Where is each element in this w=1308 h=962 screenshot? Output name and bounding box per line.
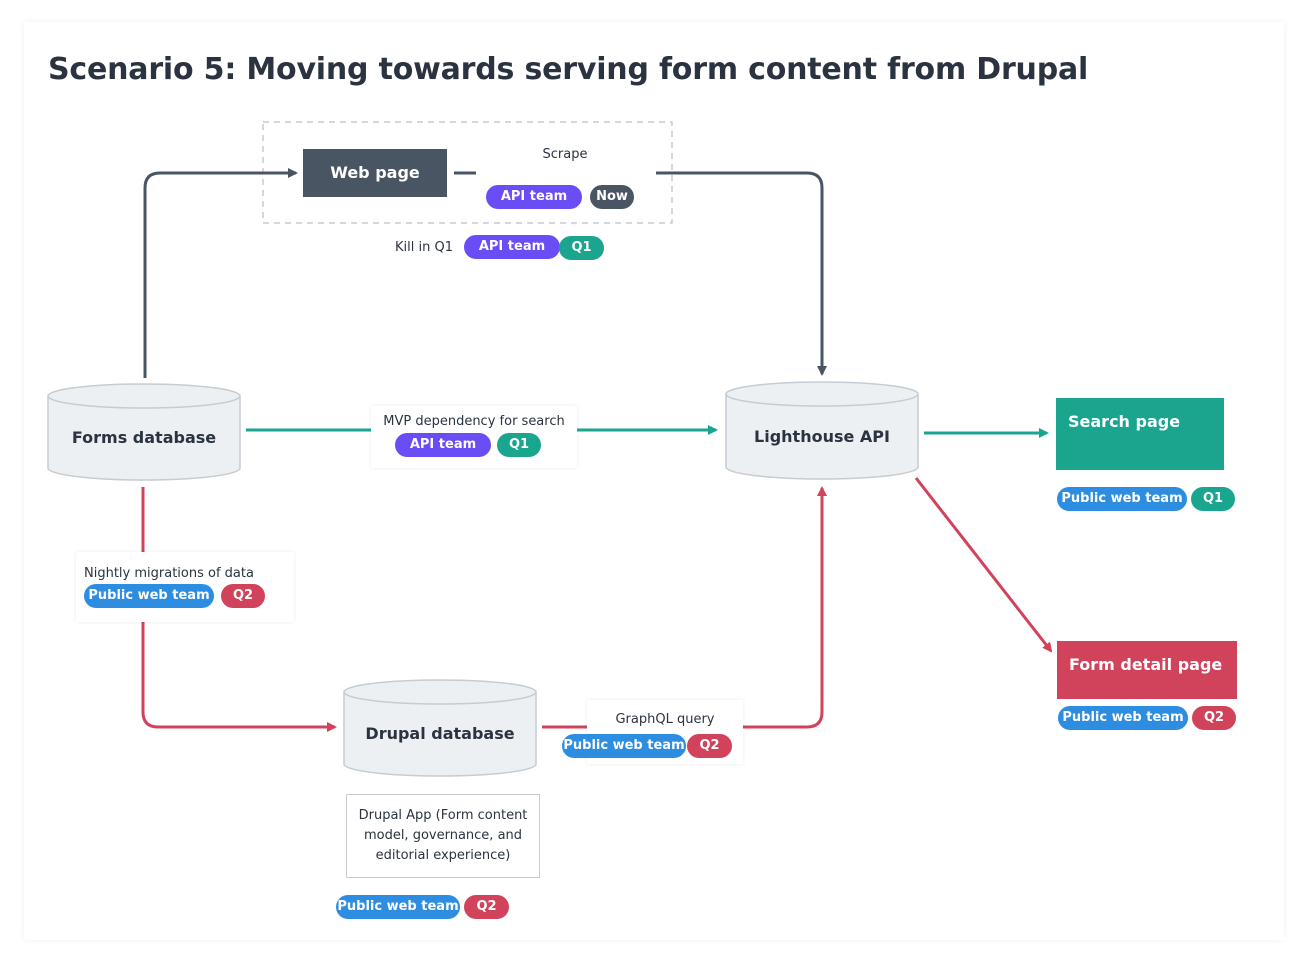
drupal-app-when-tag: Q2 <box>464 895 509 919</box>
scrape-team-tag: API team <box>486 185 582 209</box>
forms-database-label: Forms database <box>71 428 217 447</box>
nightly-team-tag: Public web team <box>84 584 214 608</box>
forms-database-cylinder <box>47 383 241 481</box>
kill-team-tag: API team <box>464 235 560 259</box>
nightly-when-tag: Q2 <box>221 584 265 608</box>
scrape-label: Scrape <box>542 147 588 162</box>
drupal-app-team-tag: Public web team <box>336 895 460 919</box>
search-page-label: Search page <box>1068 412 1181 431</box>
kill-when-tag: Q1 <box>559 236 604 260</box>
kill-label: Kill in Q1 <box>395 240 453 255</box>
graphql-team-tag: Public web team <box>562 734 686 758</box>
lighthouse-api-cylinder <box>725 381 919 480</box>
mvp-team-tag: API team <box>395 433 491 457</box>
search-page-team-tag: Public web team <box>1057 487 1187 511</box>
drupal-database-label: Drupal database <box>365 724 515 743</box>
connector-drupal-to-lighthouse <box>542 486 827 729</box>
form-detail-team-tag: Public web team <box>1058 706 1188 730</box>
form-detail-page-label: Form detail page <box>1069 655 1223 674</box>
nightly-label: Nightly migrations of data <box>84 566 254 581</box>
connector-forms-to-webpage <box>143 168 298 378</box>
web-page-label: Web page <box>330 163 420 182</box>
form-detail-when-tag: Q2 <box>1192 706 1236 730</box>
connector-forms-to-drupal <box>141 487 337 732</box>
page-title: Scenario 5: Moving towards serving form … <box>48 52 1089 87</box>
connector-lighthouse-to-formdetail <box>914 477 1053 653</box>
scrape-when-tag: Now <box>590 185 634 209</box>
graphql-when-tag: Q2 <box>687 734 732 758</box>
graphql-label: GraphQL query <box>615 712 715 727</box>
mvp-when-tag: Q1 <box>497 433 541 457</box>
mvp-label: MVP dependency for search <box>383 414 565 429</box>
lighthouse-api-label: Lighthouse API <box>754 427 890 446</box>
search-page-when-tag: Q1 <box>1191 487 1235 511</box>
connector-webpage-to-lighthouse <box>454 171 827 376</box>
drupal-database-cylinder <box>343 679 537 777</box>
drupal-app-node: Drupal App (Form content model, governan… <box>346 794 540 878</box>
form-detail-page-node: Form detail page <box>1057 641 1237 699</box>
search-page-node: Search page <box>1056 398 1224 470</box>
web-page-node: Web page <box>303 149 447 197</box>
